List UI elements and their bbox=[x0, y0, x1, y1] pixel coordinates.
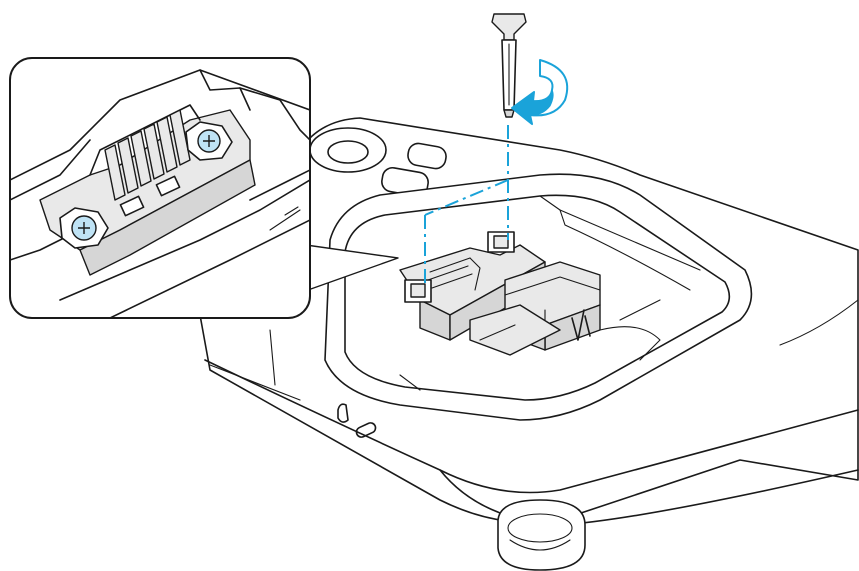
lamp-grille bbox=[104, 109, 191, 201]
phillips-screw-icon bbox=[59, 207, 109, 249]
alignment-guides bbox=[424, 125, 509, 288]
kensington-lock-slot bbox=[355, 422, 377, 438]
guide-line-diagonal bbox=[424, 179, 509, 216]
phillips-screw-icon bbox=[185, 121, 233, 161]
adjustable-foot bbox=[497, 499, 586, 571]
zoom-inset bbox=[9, 57, 311, 319]
security-slot bbox=[337, 403, 349, 423]
screwdriver-icon bbox=[491, 13, 527, 118]
control-panel-button bbox=[327, 140, 369, 164]
rotate-counterclockwise-arrow-icon bbox=[511, 59, 569, 126]
control-button-a bbox=[407, 142, 447, 170]
lamp-compartment bbox=[324, 173, 753, 421]
